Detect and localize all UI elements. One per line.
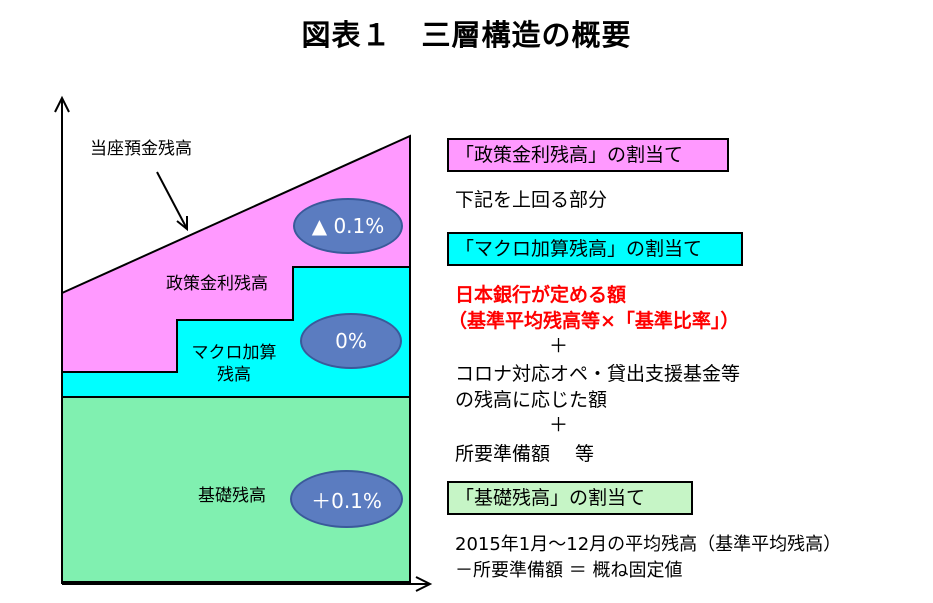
macro-desc-red-line2: （基準平均残高等×「基準比率」） [448,310,740,332]
policy-layer-label: 政策金利残高 [166,274,268,294]
basic-layer-label: 基礎残高 [198,486,266,506]
plus-sign-2: ＋ [549,414,569,436]
policy-layer-area [61,134,411,373]
current-account-label: 当座預金残高 [90,139,192,159]
macro-desc2-line2: の残高に応じた額 [455,389,608,411]
page-title: 図表１ 三層構造の概要 [301,18,632,52]
pointer-arrowhead [176,216,188,232]
macro-layer-label-line1: マクロ加算 [191,343,277,363]
macro-allocation-box: 「マクロ加算残高」の割当て [447,232,743,266]
basic-rate-ellipse: ＋0.1% [290,470,403,528]
basic-allocation-box: 「基礎残高」の割当て [447,481,693,515]
macro-desc2-line1: コロナ対応オペ・貸出支援基金等 [455,363,741,385]
policy-rate-ellipse: ▲ 0.1% [293,198,403,254]
policy-allocation-box: 「政策金利残高」の割当て [447,138,729,172]
basic-desc-line1: 2015年1月～12月の平均残高（基準平均残高） [455,534,842,555]
pointer-arrow [156,171,187,228]
plus-sign-1: ＋ [549,335,569,357]
macro-layer-label-line2: 残高 [217,365,251,385]
y-axis-arrowhead [54,95,70,113]
macro-layer-label: マクロ加算 残高 [177,342,291,386]
policy-allocation-desc: 下記を上回る部分 [455,189,608,211]
macro-desc3: 所要準備額 等 [455,443,595,465]
x-axis-arrowhead [415,576,433,592]
macro-rate-ellipse: 0% [300,313,402,369]
basic-desc-line2: －所要準備額 ＝ 概ね固定値 [455,560,683,581]
macro-desc-red-line1: 日本銀行が定める額 [455,284,627,306]
